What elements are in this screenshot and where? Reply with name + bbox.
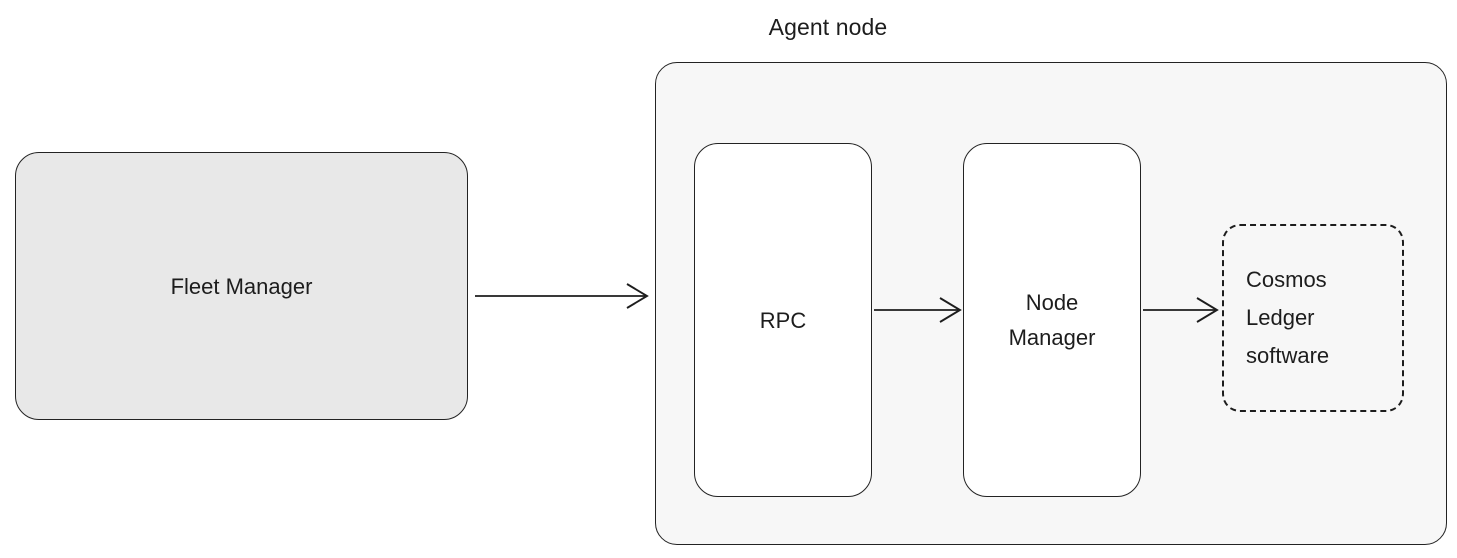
node-fleet-manager-label: Fleet Manager: [170, 273, 313, 299]
node-rpc[interactable]: RPC: [694, 143, 872, 497]
arrowhead-icon: [626, 283, 649, 309]
node-fleet-manager[interactable]: Fleet Manager: [15, 152, 468, 420]
arrow-fleet-manager-to-rpc: [475, 283, 649, 309]
node-cosmos-ledger-software[interactable]: Cosmos Ledger software: [1222, 224, 1404, 412]
node-rpc-label: RPC: [759, 307, 807, 333]
agent-node-title: Agent node: [768, 14, 888, 40]
arrow-node-manager-to-cosmos: [1143, 297, 1219, 323]
node-node-manager[interactable]: Node Manager: [963, 143, 1141, 497]
node-cosmos-ledger-software-label: Cosmos Ledger software: [1246, 267, 1330, 368]
arrowhead-icon: [939, 297, 962, 323]
node-node-manager-label: Node Manager: [1008, 290, 1096, 350]
arrowhead-icon: [1196, 297, 1219, 323]
arrow-rpc-to-node-manager: [874, 297, 962, 323]
